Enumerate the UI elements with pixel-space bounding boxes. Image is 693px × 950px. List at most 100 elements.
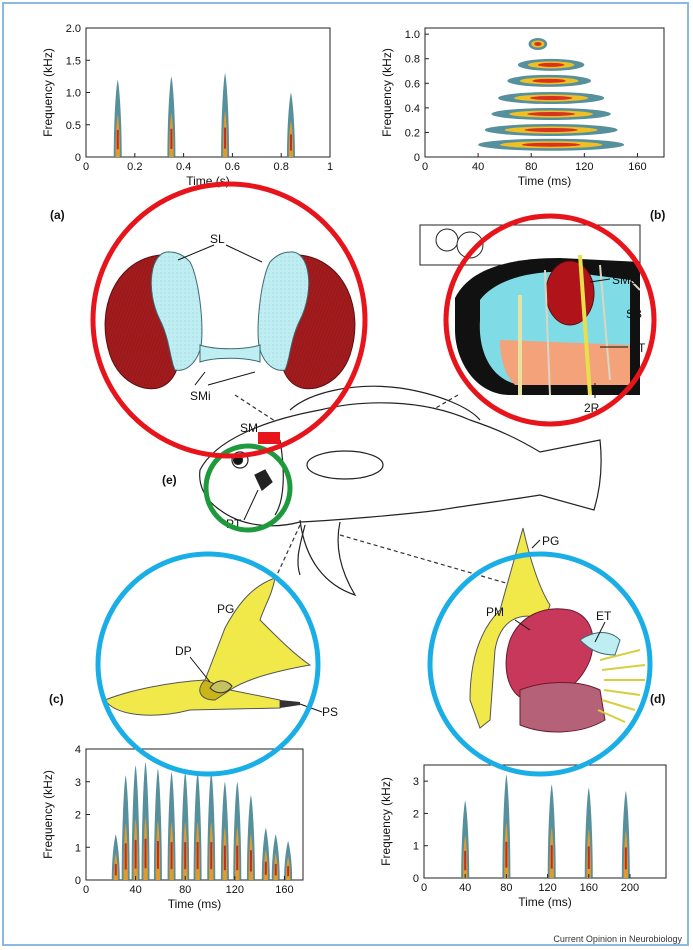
spectrogram-pulse-peak xyxy=(157,841,159,869)
x-tick-label: 40 xyxy=(129,884,141,896)
panel-b-label-sme: SMe xyxy=(612,273,637,287)
y-tick-label: 1.5 xyxy=(66,55,81,67)
y-tick-label: 0 xyxy=(414,152,420,164)
spectrogram-band-peak xyxy=(525,128,578,132)
x-tick-label: 160 xyxy=(275,884,293,896)
spectrogram-pulse-peak xyxy=(275,864,277,875)
spectrogram-pulse-peak xyxy=(464,851,466,870)
figure-credit: Current Opinion in Neurobiology xyxy=(553,934,682,944)
spectrogram-pulse-peak xyxy=(170,129,172,149)
x-tick-label: 80 xyxy=(500,882,512,894)
spectrogram-pulse-peak xyxy=(125,843,127,869)
x-tick-label: 0 xyxy=(83,161,89,173)
y-tick-label: 2.0 xyxy=(66,23,81,35)
panel-b-label-sb: SB xyxy=(626,307,642,321)
y-tick-label: 4 xyxy=(75,744,81,756)
panel-b: VC SMe SB ET 2R xyxy=(420,216,654,424)
x-tick-label: 0 xyxy=(83,884,89,896)
y-tick-label: 0 xyxy=(413,873,419,885)
spectrogram-pulse-peak xyxy=(197,842,199,869)
x-tick-label: 0.4 xyxy=(176,161,191,173)
x-tick-label: 0 xyxy=(421,882,427,894)
spectrogram-pulse-peak xyxy=(265,862,267,875)
panel-c-label-ps: PS xyxy=(322,705,338,719)
x-tick-label: 0.2 xyxy=(127,161,142,173)
panel-b-label-et: ET xyxy=(630,341,646,355)
fish-label-sm: SM xyxy=(240,421,258,435)
panel-a-label-smi: SMi xyxy=(190,389,211,403)
spectrogram-pulse-peak xyxy=(224,128,226,149)
spectrogram-pulse-peak xyxy=(551,845,553,868)
spectrogram-band-peak xyxy=(530,96,572,100)
panel-d-label-pg: PG xyxy=(542,534,559,548)
x-axis-label: Time (ms) xyxy=(518,174,572,188)
panel-d-label-pm: PM xyxy=(486,605,504,619)
y-tick-label: 0.4 xyxy=(405,103,420,115)
y-axis-label: Frequency (kHz) xyxy=(41,48,55,137)
y-tick-label: 3 xyxy=(413,776,419,788)
fish-illustration xyxy=(200,386,602,595)
y-tick-label: 0 xyxy=(75,152,81,164)
y-tick-label: 2 xyxy=(75,810,81,822)
y-tick-label: 0.5 xyxy=(66,120,81,132)
y-tick-label: 0.2 xyxy=(405,127,420,139)
y-tick-label: 0 xyxy=(75,875,81,887)
panel-a: SL SMi xyxy=(93,184,365,456)
y-tick-label: 1 xyxy=(75,842,81,854)
x-tick-label: 160 xyxy=(628,161,646,173)
y-axis-label: Frequency (kHz) xyxy=(380,48,394,137)
x-tick-label: 200 xyxy=(621,882,639,894)
y-axis-label: Frequency (kHz) xyxy=(41,770,55,859)
x-tick-label: 1 xyxy=(327,161,333,173)
spectrogram-pulse-peak xyxy=(210,842,212,869)
x-tick-label: 160 xyxy=(580,882,598,894)
panel-b-label-vc: VC xyxy=(461,301,478,315)
panel-a-label-sl: SL xyxy=(210,232,225,246)
spectrogram-band-peak xyxy=(522,143,580,147)
spectrogram-pulse-peak xyxy=(117,130,119,149)
spectrogram-pulse-peak xyxy=(505,842,507,868)
panel-c-label-pg: PG xyxy=(217,602,234,616)
panel-d-label-et: ET xyxy=(596,609,612,623)
spectrogram-pulse-peak xyxy=(290,134,292,150)
sonic-muscle-marker xyxy=(258,432,280,444)
x-tick-label: 40 xyxy=(472,161,484,173)
panel-c: PG DP PS xyxy=(98,554,338,774)
x-tick-label: 120 xyxy=(226,884,244,896)
spectrogram-pulse-peak xyxy=(287,866,289,876)
y-tick-label: 3 xyxy=(75,777,81,789)
panel-label-d: (d) xyxy=(650,692,665,706)
y-tick-label: 2 xyxy=(413,808,419,820)
x-axis-label: Time (ms) xyxy=(168,897,222,911)
x-tick-label: 120 xyxy=(538,882,556,894)
panel-label-b: (b) xyxy=(650,208,665,222)
panel-label-c: (c) xyxy=(49,692,64,706)
spectrogram-pulse-peak xyxy=(135,840,137,869)
x-tick-label: 40 xyxy=(459,882,471,894)
x-tick-label: 0 xyxy=(422,161,428,173)
panel-label-e: (e) xyxy=(162,473,177,487)
spectrogram-pulse-peak xyxy=(115,864,117,875)
spectrogram-pulse-peak xyxy=(184,842,186,869)
spectrogram-band-peak xyxy=(538,63,565,67)
x-tick-label: 80 xyxy=(525,161,537,173)
y-tick-label: 0.8 xyxy=(405,54,420,66)
y-tick-label: 1.0 xyxy=(66,88,81,100)
y-tick-label: 1.0 xyxy=(405,29,420,41)
spectrogram-band-peak xyxy=(532,79,565,83)
spectrogram-band-peak xyxy=(527,112,575,116)
panel-label-a: (a) xyxy=(50,208,65,222)
y-tick-label: 0.6 xyxy=(405,78,420,90)
x-tick-label: 0.8 xyxy=(274,161,289,173)
spectrogram-pulse-peak xyxy=(588,846,590,869)
x-tick-label: 120 xyxy=(575,161,593,173)
x-axis-label: Time (ms) xyxy=(518,895,572,909)
panel-c-label-dp: DP xyxy=(175,644,192,658)
spectrogram-pulse-peak xyxy=(250,850,252,871)
spectrogram-pulse-peak xyxy=(625,847,627,869)
